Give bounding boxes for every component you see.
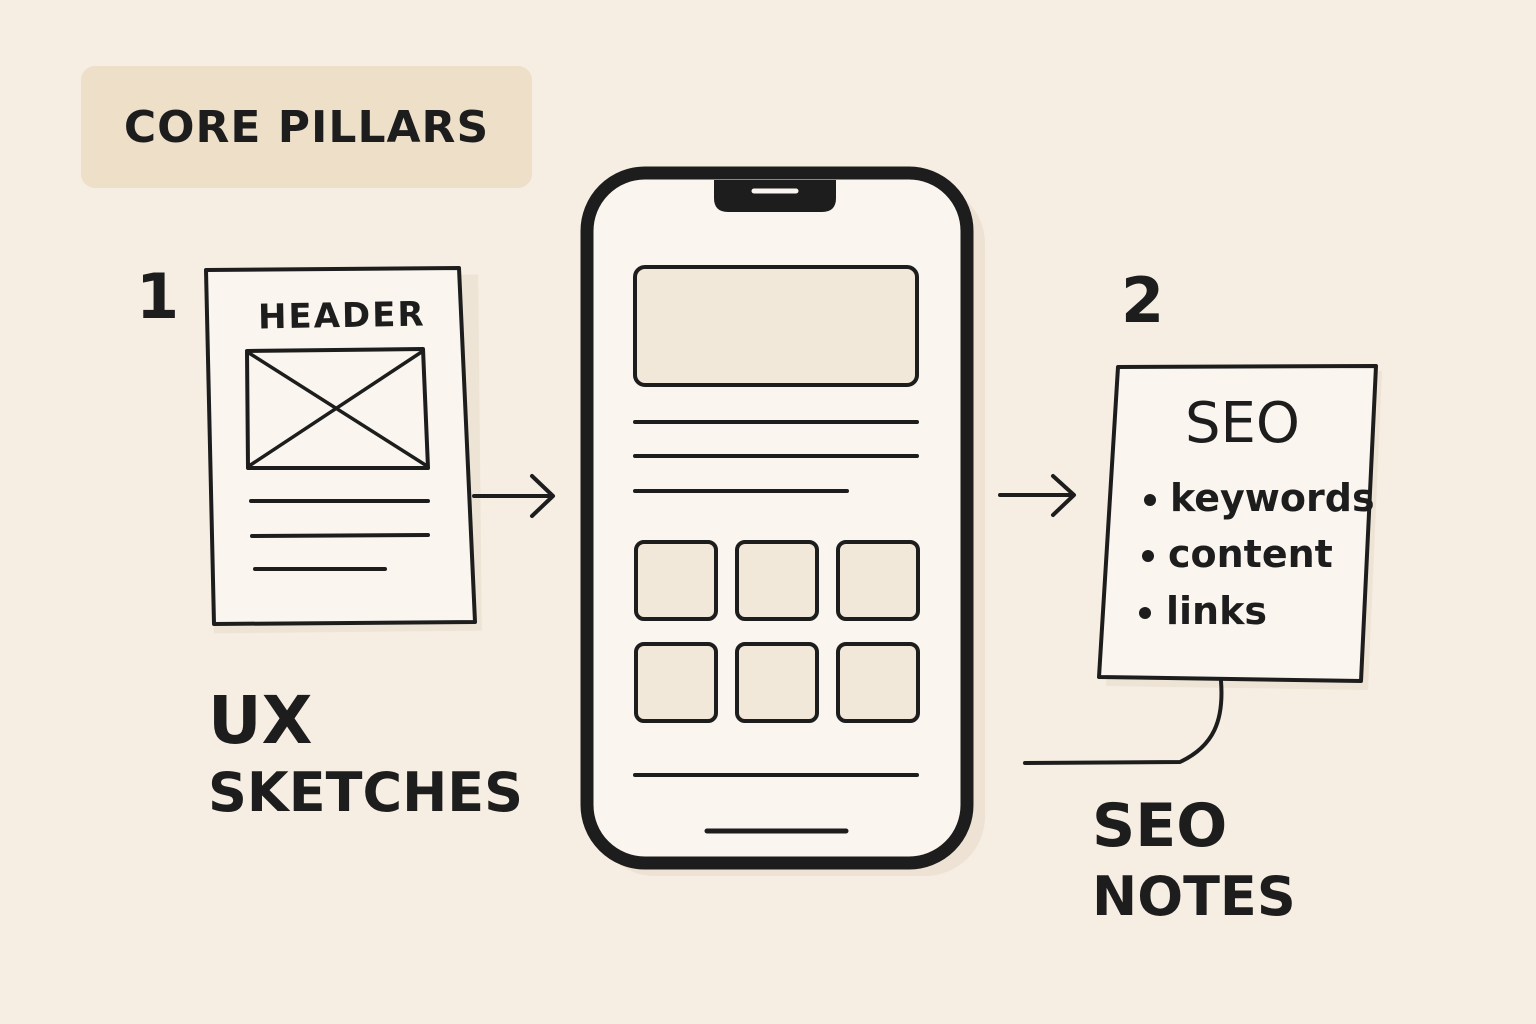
arrow-right-icon [998,474,1076,517]
note-item-links: links [1166,589,1267,633]
sketch-header-label: HEADER [257,294,426,338]
core-pillars-badge: CORE PILLARS [81,66,532,188]
seo-title: SEO [1092,791,1228,861]
seo-sticky-note-icon [1023,364,1382,765]
note-item-content: content [1168,532,1333,576]
arrow-right-icon [472,474,555,518]
wireframe-sketch-icon [204,266,482,634]
smartphone-wireframe-icon [580,166,985,876]
note-item-keywords: keywords [1170,476,1375,520]
seo-subtitle: NOTES [1092,865,1296,928]
ux-subtitle: SKETCHES [208,761,524,824]
step-number-2: 2 [1121,264,1165,337]
note-title: SEO [1185,391,1301,456]
badge-label: CORE PILLARS [123,101,490,153]
step-number-1: 1 [136,260,180,333]
ux-title: UX [208,682,313,759]
